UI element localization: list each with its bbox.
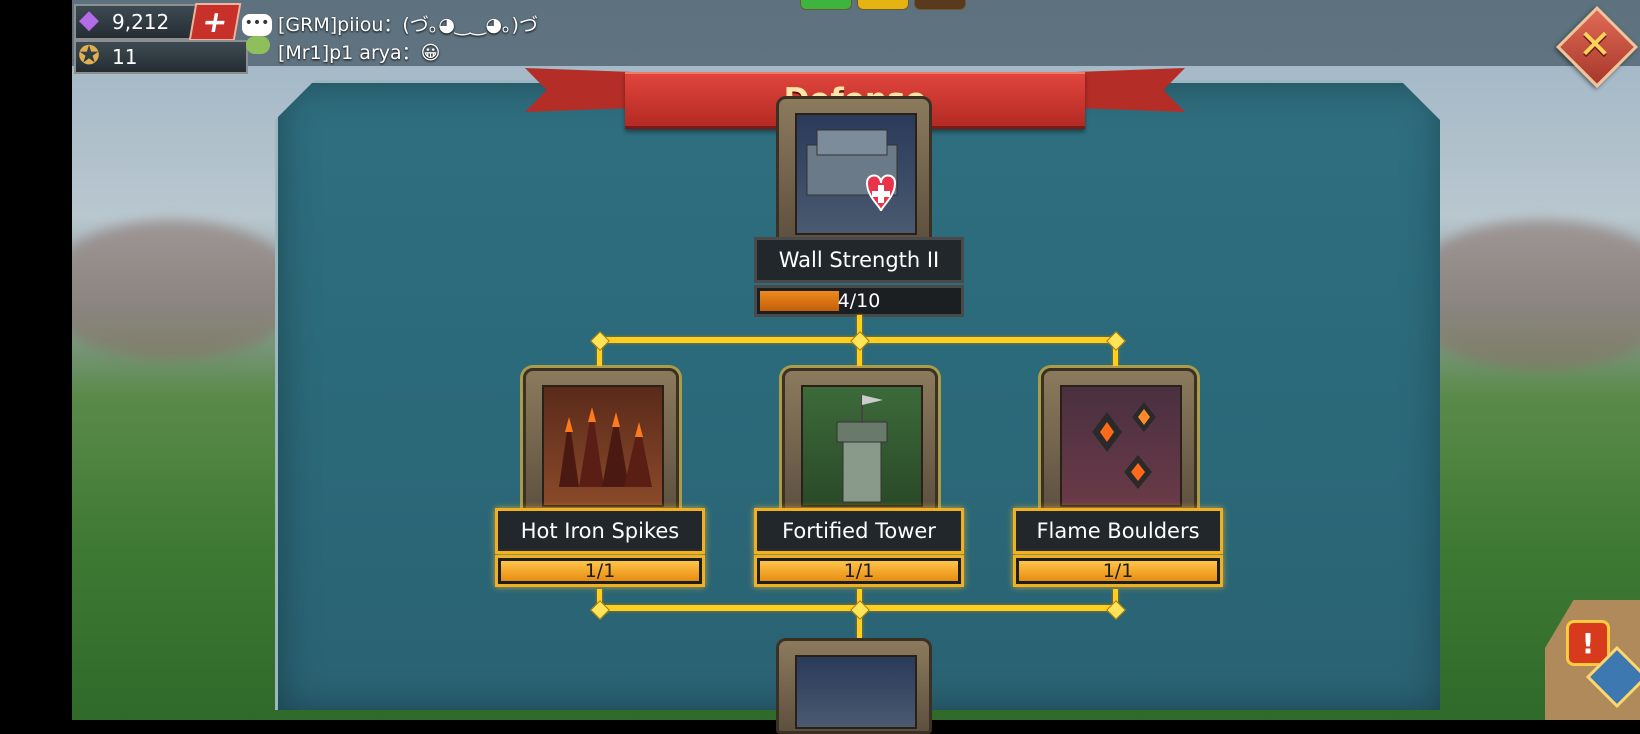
page-indicator bbox=[914, 0, 966, 10]
wall-strength-progress: 4/10 bbox=[754, 285, 964, 317]
tree-connector bbox=[857, 608, 862, 638]
tree-connector bbox=[1113, 589, 1118, 607]
tree-connector bbox=[597, 589, 602, 607]
hot-iron-spikes-image bbox=[542, 385, 664, 507]
progress-fill bbox=[760, 291, 839, 311]
next-research-image bbox=[795, 655, 917, 729]
fortified-tower-image bbox=[801, 385, 923, 507]
tree-connector bbox=[857, 589, 862, 607]
top-bar bbox=[72, 0, 1640, 66]
wall-strength-label: Wall Strength II bbox=[754, 237, 964, 283]
flame-boulders-progress: 1/1 bbox=[1013, 555, 1223, 587]
tree-connector bbox=[1113, 340, 1118, 366]
gem-icon: ◆ bbox=[79, 5, 99, 35]
background-hill bbox=[72, 220, 302, 360]
research-node-fortified-tower[interactable] bbox=[782, 368, 938, 516]
close-icon: ✕ bbox=[1578, 22, 1612, 68]
research-node-wall-strength[interactable] bbox=[776, 96, 932, 244]
close-button[interactable]: ✕ bbox=[1555, 5, 1639, 89]
chat-line-2[interactable]: [Mr1]p1 arya：😀 bbox=[278, 42, 441, 64]
research-node-next[interactable] bbox=[776, 638, 932, 734]
progress-text: 4/10 bbox=[837, 290, 881, 312]
fortified-tower-progress: 1/1 bbox=[754, 555, 964, 587]
progress-fill bbox=[760, 561, 958, 581]
alert-icon[interactable]: ! bbox=[1566, 620, 1610, 666]
progress-fill bbox=[1019, 561, 1217, 581]
add-gems-button[interactable]: + bbox=[188, 3, 242, 41]
background-hill bbox=[1402, 220, 1640, 370]
chat-icon[interactable]: ••• bbox=[242, 14, 272, 36]
tree-connector bbox=[857, 315, 862, 341]
research-node-hot-iron-spikes[interactable] bbox=[523, 368, 679, 516]
tree-connector bbox=[857, 340, 862, 366]
progress-fill bbox=[501, 561, 699, 581]
progress-text: 1/1 bbox=[584, 560, 616, 582]
hot-iron-spikes-progress: 1/1 bbox=[495, 555, 705, 587]
hero-xp-counter[interactable]: ✪ 11 bbox=[74, 40, 248, 74]
flame-boulders-image bbox=[1060, 385, 1182, 507]
page-indicator bbox=[800, 0, 852, 10]
wall-strength-image bbox=[795, 113, 917, 235]
guild-chat-icon[interactable] bbox=[246, 36, 270, 54]
hero-xp-icon: ✪ bbox=[78, 41, 100, 71]
research-node-flame-boulders[interactable] bbox=[1041, 368, 1197, 516]
progress-text: 1/1 bbox=[843, 560, 875, 582]
fortified-tower-label: Fortified Tower bbox=[754, 508, 964, 554]
hero-xp-value: 11 bbox=[112, 45, 138, 69]
progress-text: 1/1 bbox=[1102, 560, 1134, 582]
tree-connector bbox=[597, 340, 602, 366]
flame-boulders-label: Flame Boulders bbox=[1013, 508, 1223, 554]
gems-value: 9,212 bbox=[112, 10, 170, 34]
chat-line-1[interactable]: [GRM]piiou：(づ｡◕‿‿◕｡)づ bbox=[278, 14, 538, 36]
hot-iron-spikes-label: Hot Iron Spikes bbox=[495, 508, 705, 554]
page-indicator bbox=[857, 0, 909, 10]
